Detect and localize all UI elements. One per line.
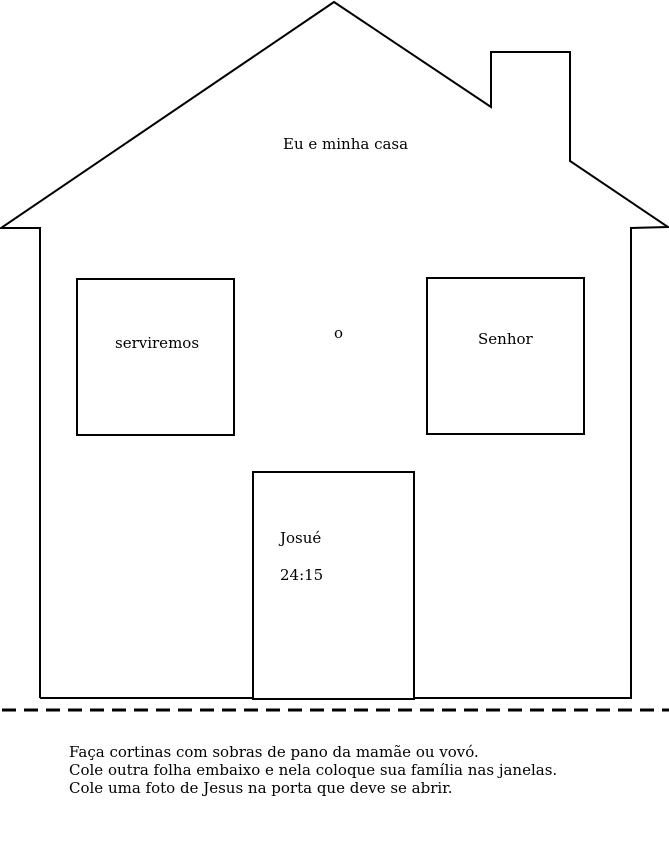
middle-text: o xyxy=(334,324,344,342)
right-window xyxy=(426,277,585,435)
left-window-text: serviremos xyxy=(115,334,200,352)
left-window xyxy=(76,278,235,436)
house-title: Eu e minha casa xyxy=(283,135,409,153)
right-window-text: Senhor xyxy=(478,330,533,348)
instruction-line: Faça cortinas com sobras de pano da mamã… xyxy=(69,743,479,761)
door-text-verse: 24:15 xyxy=(280,566,324,584)
instruction-line: Cole uma foto de Jesus na porta que deve… xyxy=(69,779,453,797)
door xyxy=(252,471,415,700)
instructions: Faça cortinas com sobras de pano da mamã… xyxy=(69,743,557,797)
door-text-name: Josué xyxy=(280,529,322,547)
instruction-line: Cole outra folha embaixo e nela coloque … xyxy=(69,761,558,779)
house-outline xyxy=(0,0,669,699)
